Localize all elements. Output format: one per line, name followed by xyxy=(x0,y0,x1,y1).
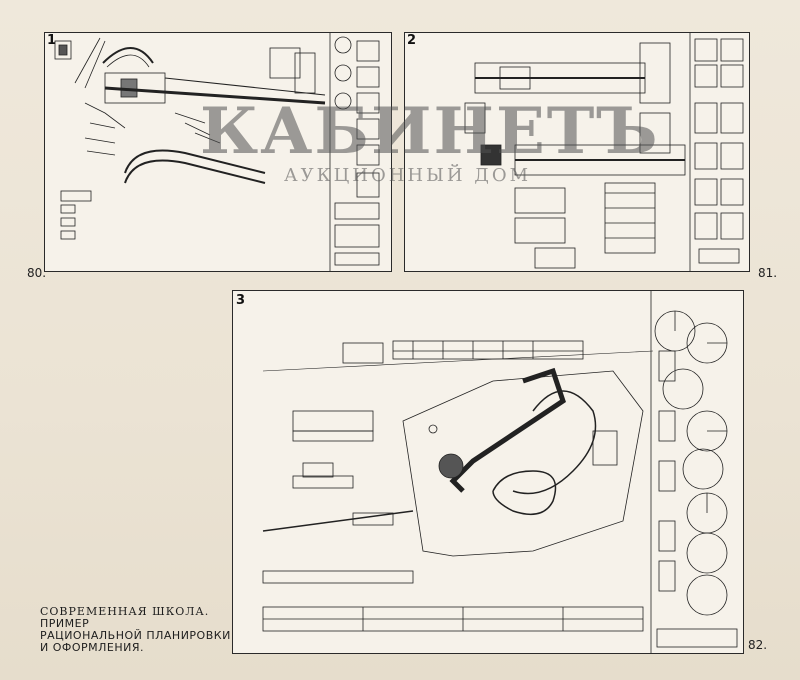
page-number-80: 80. xyxy=(27,266,47,280)
caption-line-3: РАЦИОНАЛЬНОЙ ПЛАНИРОВКИ xyxy=(40,629,231,642)
caption-line-2: ПРИМЕР xyxy=(40,617,90,630)
sheet-number-2: 2 xyxy=(407,33,417,48)
site-plan-drawing-1 xyxy=(54,33,380,271)
school-site-drawing-3 xyxy=(262,291,738,653)
page-number-81: 81. xyxy=(758,266,778,280)
drawing-sheet-2: 2 xyxy=(404,32,750,272)
school-plan-drawing-2 xyxy=(464,33,744,271)
caption-line-1: СОВРЕМЕННАЯ ШКОЛА. xyxy=(40,605,210,618)
page-caption: СОВРЕМЕННАЯ ШКОЛА. ПРИМЕР РАЦИОНАЛЬНОЙ П… xyxy=(40,606,231,654)
caption-line-4: И ОФОРМЛЕНИЯ. xyxy=(40,641,144,654)
sheet-number-3: 3 xyxy=(236,293,246,308)
drawing-sheet-3: 3 xyxy=(232,290,744,654)
page-number-82: 82. xyxy=(748,638,768,652)
sheet-number-1: 1 xyxy=(47,33,57,48)
drawing-sheet-1: 1 xyxy=(44,32,392,272)
